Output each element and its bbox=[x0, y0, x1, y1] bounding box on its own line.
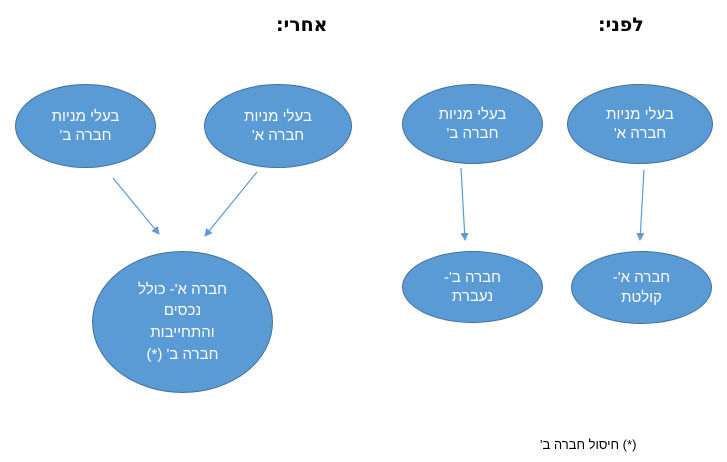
node-shareholders-company-a-after: בעלי מניות חברה א' bbox=[204, 84, 352, 168]
node-label-line: נעברת bbox=[451, 288, 494, 305]
node-label-line: חברה א'- bbox=[612, 269, 671, 286]
node-merged-company: חברה א'- כולל נכסים והתחייבות חברה ב' (*… bbox=[92, 251, 273, 393]
node-label-line: בעלי מניות bbox=[606, 105, 674, 123]
node-label-line: חברה ב' bbox=[59, 127, 112, 144]
node-shareholders-company-b-before: בעלי מניות חברה ב' bbox=[402, 84, 543, 164]
node-label-line: חברה א'- כולל bbox=[137, 280, 228, 298]
footnote: (*) חיסול חברה ב' bbox=[540, 437, 637, 452]
node-label-line: נכסים bbox=[163, 302, 202, 320]
node-shareholders-company-a-before: בעלי מניות חברה א' bbox=[567, 84, 713, 164]
after-title: אחרי: bbox=[276, 14, 328, 36]
node-label-line: בעלי מניות bbox=[438, 105, 507, 123]
arrow-shareholders-a-to-merged bbox=[204, 171, 258, 237]
arrow-shareholders-b-to-company-b bbox=[460, 167, 469, 241]
node-label-line: בעלי מניות bbox=[244, 107, 312, 125]
arrow-shareholders-a-to-company-a bbox=[636, 169, 645, 241]
arrow-shareholders-b-to-merged bbox=[112, 177, 160, 235]
node-company-b-absorbed: חברה ב'- נעברת bbox=[402, 251, 543, 323]
node-label-line: והתחייבות bbox=[150, 324, 215, 341]
node-label-line: חברה ב' (*) bbox=[146, 345, 219, 363]
node-label-line: קולטת bbox=[621, 288, 662, 306]
node-label-line: בעלי מניות bbox=[51, 107, 120, 125]
before-title: לפני: bbox=[598, 14, 644, 36]
node-label-line: חברה א' bbox=[613, 125, 667, 142]
node-shareholders-company-b-after: בעלי מניות חברה ב' bbox=[15, 84, 156, 168]
node-label-line: חברה ב'- bbox=[444, 268, 501, 286]
node-label-line: חברה א' bbox=[251, 127, 305, 144]
node-company-a-absorbing: חברה א'- קולטת bbox=[571, 251, 712, 324]
node-label-line: חברה ב' bbox=[446, 125, 499, 142]
